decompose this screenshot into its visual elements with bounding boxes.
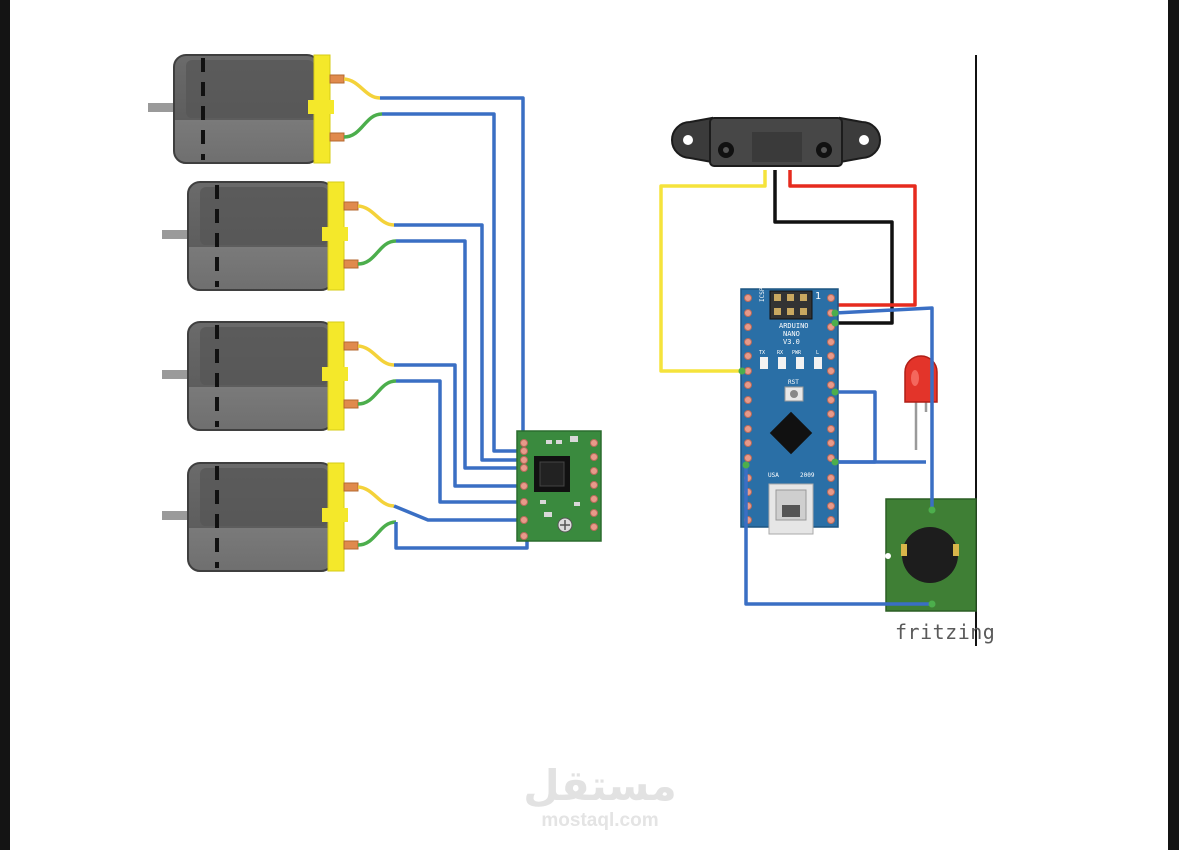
motor-shaft — [162, 230, 192, 239]
buzzer-module — [885, 498, 977, 612]
model-line2: NANO — [783, 330, 800, 338]
motor-wires — [380, 96, 529, 550]
arduino-nano-board: ICSP 1 ARDUINO NANO V3.0 TX RX PWR L RST… — [740, 287, 839, 535]
motor-shaft — [162, 370, 192, 379]
watermark-arabic: مستقل — [523, 761, 677, 810]
fritzing-label: fritzing — [895, 620, 996, 644]
led-l-label: L — [816, 350, 819, 356]
watermark: مستقل mostaql.com — [480, 762, 720, 832]
motor-shaft — [148, 103, 178, 112]
diagram-sheet: ICSP 1 ARDUINO NANO V3.0 TX RX PWR L RST… — [10, 0, 1168, 850]
rst-label: RST — [788, 379, 799, 386]
red-led — [904, 355, 938, 450]
pin1-label: 1 — [815, 291, 821, 302]
watermark-latin: mostaql.com — [541, 810, 659, 831]
controller-wires — [744, 306, 934, 606]
dc-motor-4 — [162, 462, 397, 572]
model-line1: ARDUINO — [779, 322, 809, 330]
motor-shaft — [162, 511, 192, 520]
icsp-label: ICSP — [759, 287, 766, 302]
wiring-diagram: ICSP 1 ARDUINO NANO V3.0 TX RX PWR L RST… — [148, 54, 977, 646]
sensor-wires — [659, 170, 917, 373]
dc-motor-3 — [162, 321, 397, 431]
wire-junctions — [738, 309, 936, 608]
usa-label: USA — [768, 472, 779, 479]
dc-motor-2 — [162, 181, 397, 291]
led-tx-label: TX — [759, 350, 765, 356]
led-rx-label: RX — [777, 350, 783, 356]
model-line3: V3.0 — [783, 338, 800, 346]
motor-driver-board — [516, 430, 602, 542]
year-label: 2009 — [800, 472, 815, 479]
led-pwr-label: PWR — [792, 350, 802, 356]
dc-motor-1 — [148, 54, 383, 164]
ir-distance-sensor — [671, 116, 881, 167]
